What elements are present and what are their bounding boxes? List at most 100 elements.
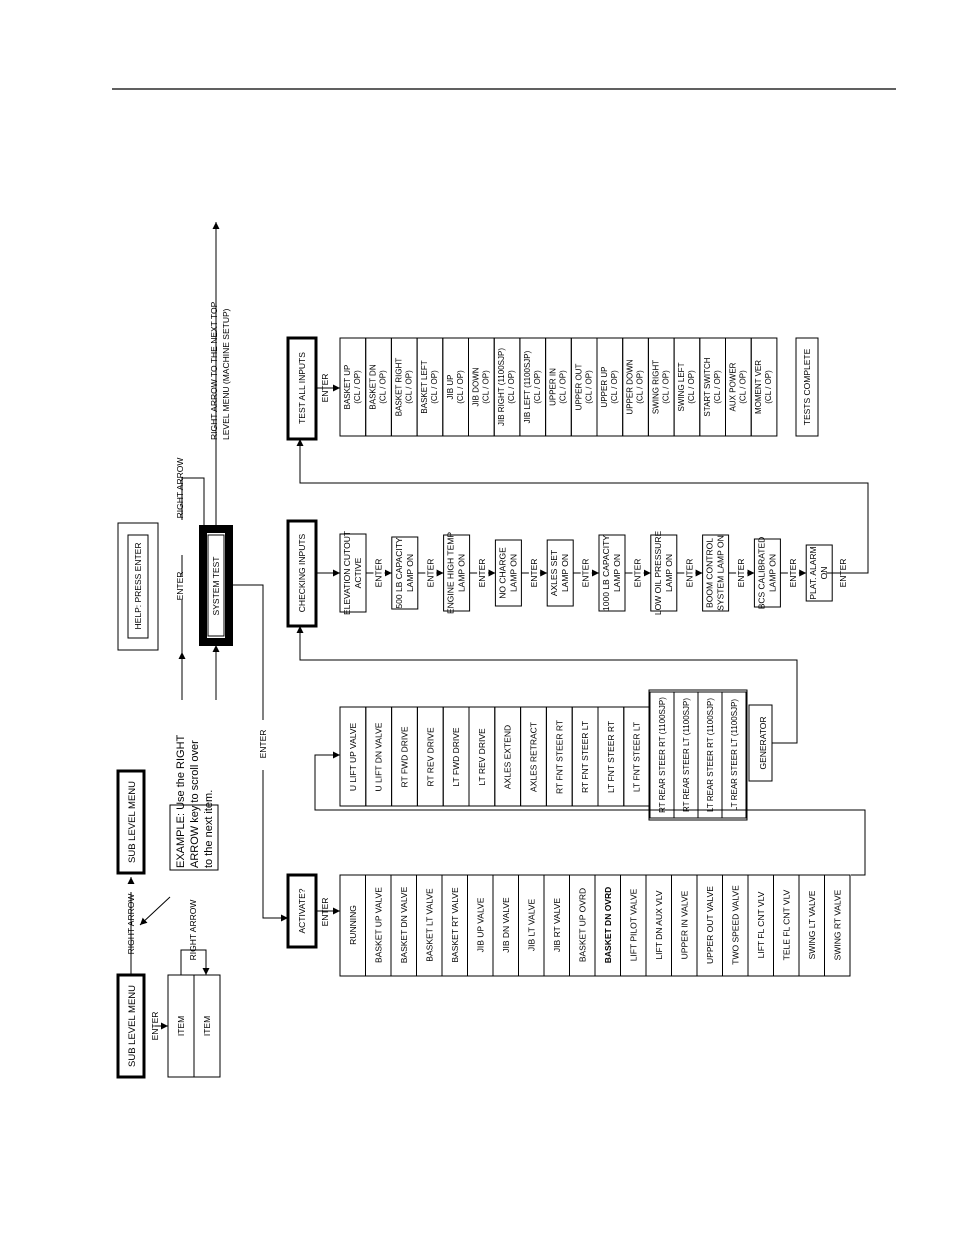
sub-level-menu-label-left: SUB LEVEL MENU bbox=[127, 985, 138, 1067]
test-input-label-line-1: START SWITCH bbox=[703, 357, 712, 416]
checking-step-cell bbox=[443, 534, 471, 612]
test-input-label-line-2: (CL / OP) bbox=[507, 370, 516, 404]
checking-step-line-2: ACTIVE bbox=[353, 557, 363, 588]
system-test-label: SYSTEM TEST bbox=[211, 557, 221, 616]
checking-inputs-label: CHECKING INPUTS bbox=[297, 533, 307, 612]
activate-item2-label: RT REV DRIVE bbox=[425, 727, 435, 787]
activate-item-label: LIFT DN AUX VLV bbox=[654, 890, 664, 959]
checking-step-cell bbox=[339, 533, 367, 613]
activate-item2-label: LT FNT STEER RT bbox=[606, 721, 616, 793]
test-input-label-line-2: (CL / OP) bbox=[636, 370, 645, 404]
test-input-label-line-2: (CL / OP) bbox=[353, 370, 362, 404]
test-input-label-line-1: JIB UP bbox=[446, 375, 455, 400]
activate-item-label: BASKET UP VALVE bbox=[373, 887, 383, 963]
checking-step-enter-label: ENTER bbox=[736, 559, 746, 588]
system-test-enter-down-label: ENTER bbox=[258, 730, 268, 759]
help-enter-label: ENTER bbox=[175, 572, 185, 601]
checking-step-line-2: LAMP ON bbox=[457, 554, 467, 592]
checking-step-line-1: ENGINE HIGH TEMP bbox=[446, 532, 456, 614]
checking-step-line-2: LAMP ON bbox=[612, 554, 622, 592]
checking-step-line-1: PLAT. ALARM bbox=[808, 546, 818, 599]
checking-step-line-2: LAMP ON bbox=[664, 554, 674, 592]
checking-step-enter-label: ENTER bbox=[425, 559, 435, 588]
test-all-inputs-enter-label: ENTER bbox=[320, 374, 330, 403]
legend-example-pointer bbox=[139, 896, 171, 926]
legend-enter-label: ENTER bbox=[150, 1012, 160, 1041]
checking-step-line-2: LAMP ON bbox=[767, 554, 777, 592]
activate-item2-label: AXLES EXTEND bbox=[503, 725, 513, 789]
help-inner-box bbox=[127, 534, 149, 639]
checking-step-enter-label: ENTER bbox=[477, 559, 487, 588]
test-input-label-line-1: BASKET UP bbox=[343, 365, 352, 410]
test-input-label-line-1: JIB DOWN bbox=[472, 367, 481, 406]
system-test-inner-box bbox=[207, 534, 225, 637]
checking-step-cell bbox=[391, 536, 419, 610]
example-text-line-3: to the next item. bbox=[203, 790, 215, 868]
checking-step-enter-label: ENTER bbox=[581, 559, 591, 588]
tests-complete-label: TESTS COMPLETE bbox=[802, 348, 812, 425]
activate-item-label: BASKET UP OVRD bbox=[577, 888, 587, 962]
test-input-label-line-1: SWING RIGHT bbox=[651, 360, 660, 414]
test-input-label-line-2: (CL / OP) bbox=[764, 370, 773, 404]
activate-item-label: BASKET DN OVRD bbox=[603, 887, 613, 964]
activate-item-label: TELE FL CNT VLV bbox=[781, 889, 791, 960]
test-input-label-line-2: (CL / OP) bbox=[456, 370, 465, 404]
plat-alarm-enter-label: ENTER bbox=[838, 559, 848, 588]
activate-item-label: BASKET RT VALVE bbox=[450, 887, 460, 963]
next-top-menu-line-1: RIGHT ARROW TO THE NEXT TOP bbox=[209, 301, 219, 440]
sub-level-menu-box-right bbox=[116, 769, 146, 875]
generator-cell bbox=[748, 704, 773, 782]
activate-item-label: JIB RT VALVE bbox=[552, 898, 562, 953]
test-input-label-line-1: AUX POWER bbox=[729, 362, 738, 411]
example-text-line-2: ARROW key to scroll over bbox=[189, 740, 201, 868]
activate-item-label: UPPER IN VALVE bbox=[679, 890, 689, 959]
example-text-line-1: EXAMPLE: Use the RIGHT bbox=[175, 734, 187, 868]
system-test-down-line bbox=[229, 584, 264, 720]
item-box-2 bbox=[193, 974, 221, 1078]
test-input-label-line-2: (CL / OP) bbox=[584, 370, 593, 404]
checking-step-line-2: ON bbox=[819, 567, 829, 580]
checking-step-enter-label: ENTER bbox=[374, 559, 384, 588]
activate-1100-label: RT REAR STEER RT (1100SJP) bbox=[658, 697, 667, 813]
activate-item2-label: RT FNT STEER RT bbox=[554, 720, 564, 794]
checking-step-line-2: LAMP ON bbox=[405, 554, 415, 592]
activate-item2-label: LT FWD DRIVE bbox=[451, 727, 461, 787]
test-input-label-line-1: UPPER DOWN bbox=[626, 359, 635, 414]
activate-1100-label: RT REAR STEER LT (1100SJP) bbox=[682, 698, 691, 812]
activate-item-label: JIB UP VALVE bbox=[475, 897, 485, 952]
test-input-label-line-1: JIB LEFT (1100SJP) bbox=[523, 350, 532, 423]
test-input-label-line-1: MOMENT VER bbox=[754, 360, 763, 414]
test-input-label-line-2: (CL / OP) bbox=[661, 370, 670, 404]
test-input-label-line-2: (CL / OP) bbox=[379, 370, 388, 404]
test-input-label-line-2: (CL / OP) bbox=[482, 370, 491, 404]
test-input-label-line-2: (CL / OP) bbox=[559, 370, 568, 404]
checking-step-cell bbox=[598, 534, 626, 612]
checking-step-line-1: LOW OIL PRESSURE bbox=[653, 531, 663, 616]
generator-to-checking-inputs bbox=[296, 626, 798, 744]
checking-step-cell bbox=[805, 544, 833, 602]
activate-item2-label: LT FNT STEER LT bbox=[632, 722, 642, 792]
legend-item-label-1: ITEM bbox=[176, 1016, 186, 1036]
checking-step-line-1: 1000 LB CAPACITY bbox=[601, 535, 611, 611]
test-all-inputs-label: TEST ALL INPUTS bbox=[297, 352, 307, 424]
test-input-label-line-2: (CL / OP) bbox=[687, 370, 696, 404]
right-arrow-to-system-test bbox=[181, 477, 205, 529]
activate-enter-label: ENTER bbox=[320, 898, 330, 927]
activate-col1-to-col2 bbox=[314, 751, 866, 876]
help-outer-box bbox=[117, 522, 159, 651]
test-input-label-line-1: JIB RIGHT (1100SJP) bbox=[497, 348, 506, 426]
activate-item-label: LIFT PILOT VALVE bbox=[628, 888, 638, 961]
activate-item-label: RUNNING bbox=[348, 905, 358, 945]
tests-complete-box bbox=[795, 337, 819, 437]
checking-step-cell bbox=[546, 539, 574, 607]
checking-step-enter-label: ENTER bbox=[633, 559, 643, 588]
checking-step-line-1: ELEVATION CUTOUT bbox=[342, 531, 352, 615]
test-input-cell bbox=[750, 337, 778, 437]
activate-item-label: SWING RT VALVE bbox=[832, 889, 842, 960]
checking-step-cell bbox=[650, 534, 678, 612]
activate-item2-label: U LIFT UP VALVE bbox=[348, 723, 358, 792]
legend-item-label-2: ITEM bbox=[202, 1016, 212, 1036]
checking-step-line-1: BOOM CONTROL bbox=[705, 538, 715, 608]
test-input-label-line-1: BASKET DN bbox=[369, 364, 378, 409]
test-input-label-line-1: UPPER IN bbox=[549, 368, 558, 406]
